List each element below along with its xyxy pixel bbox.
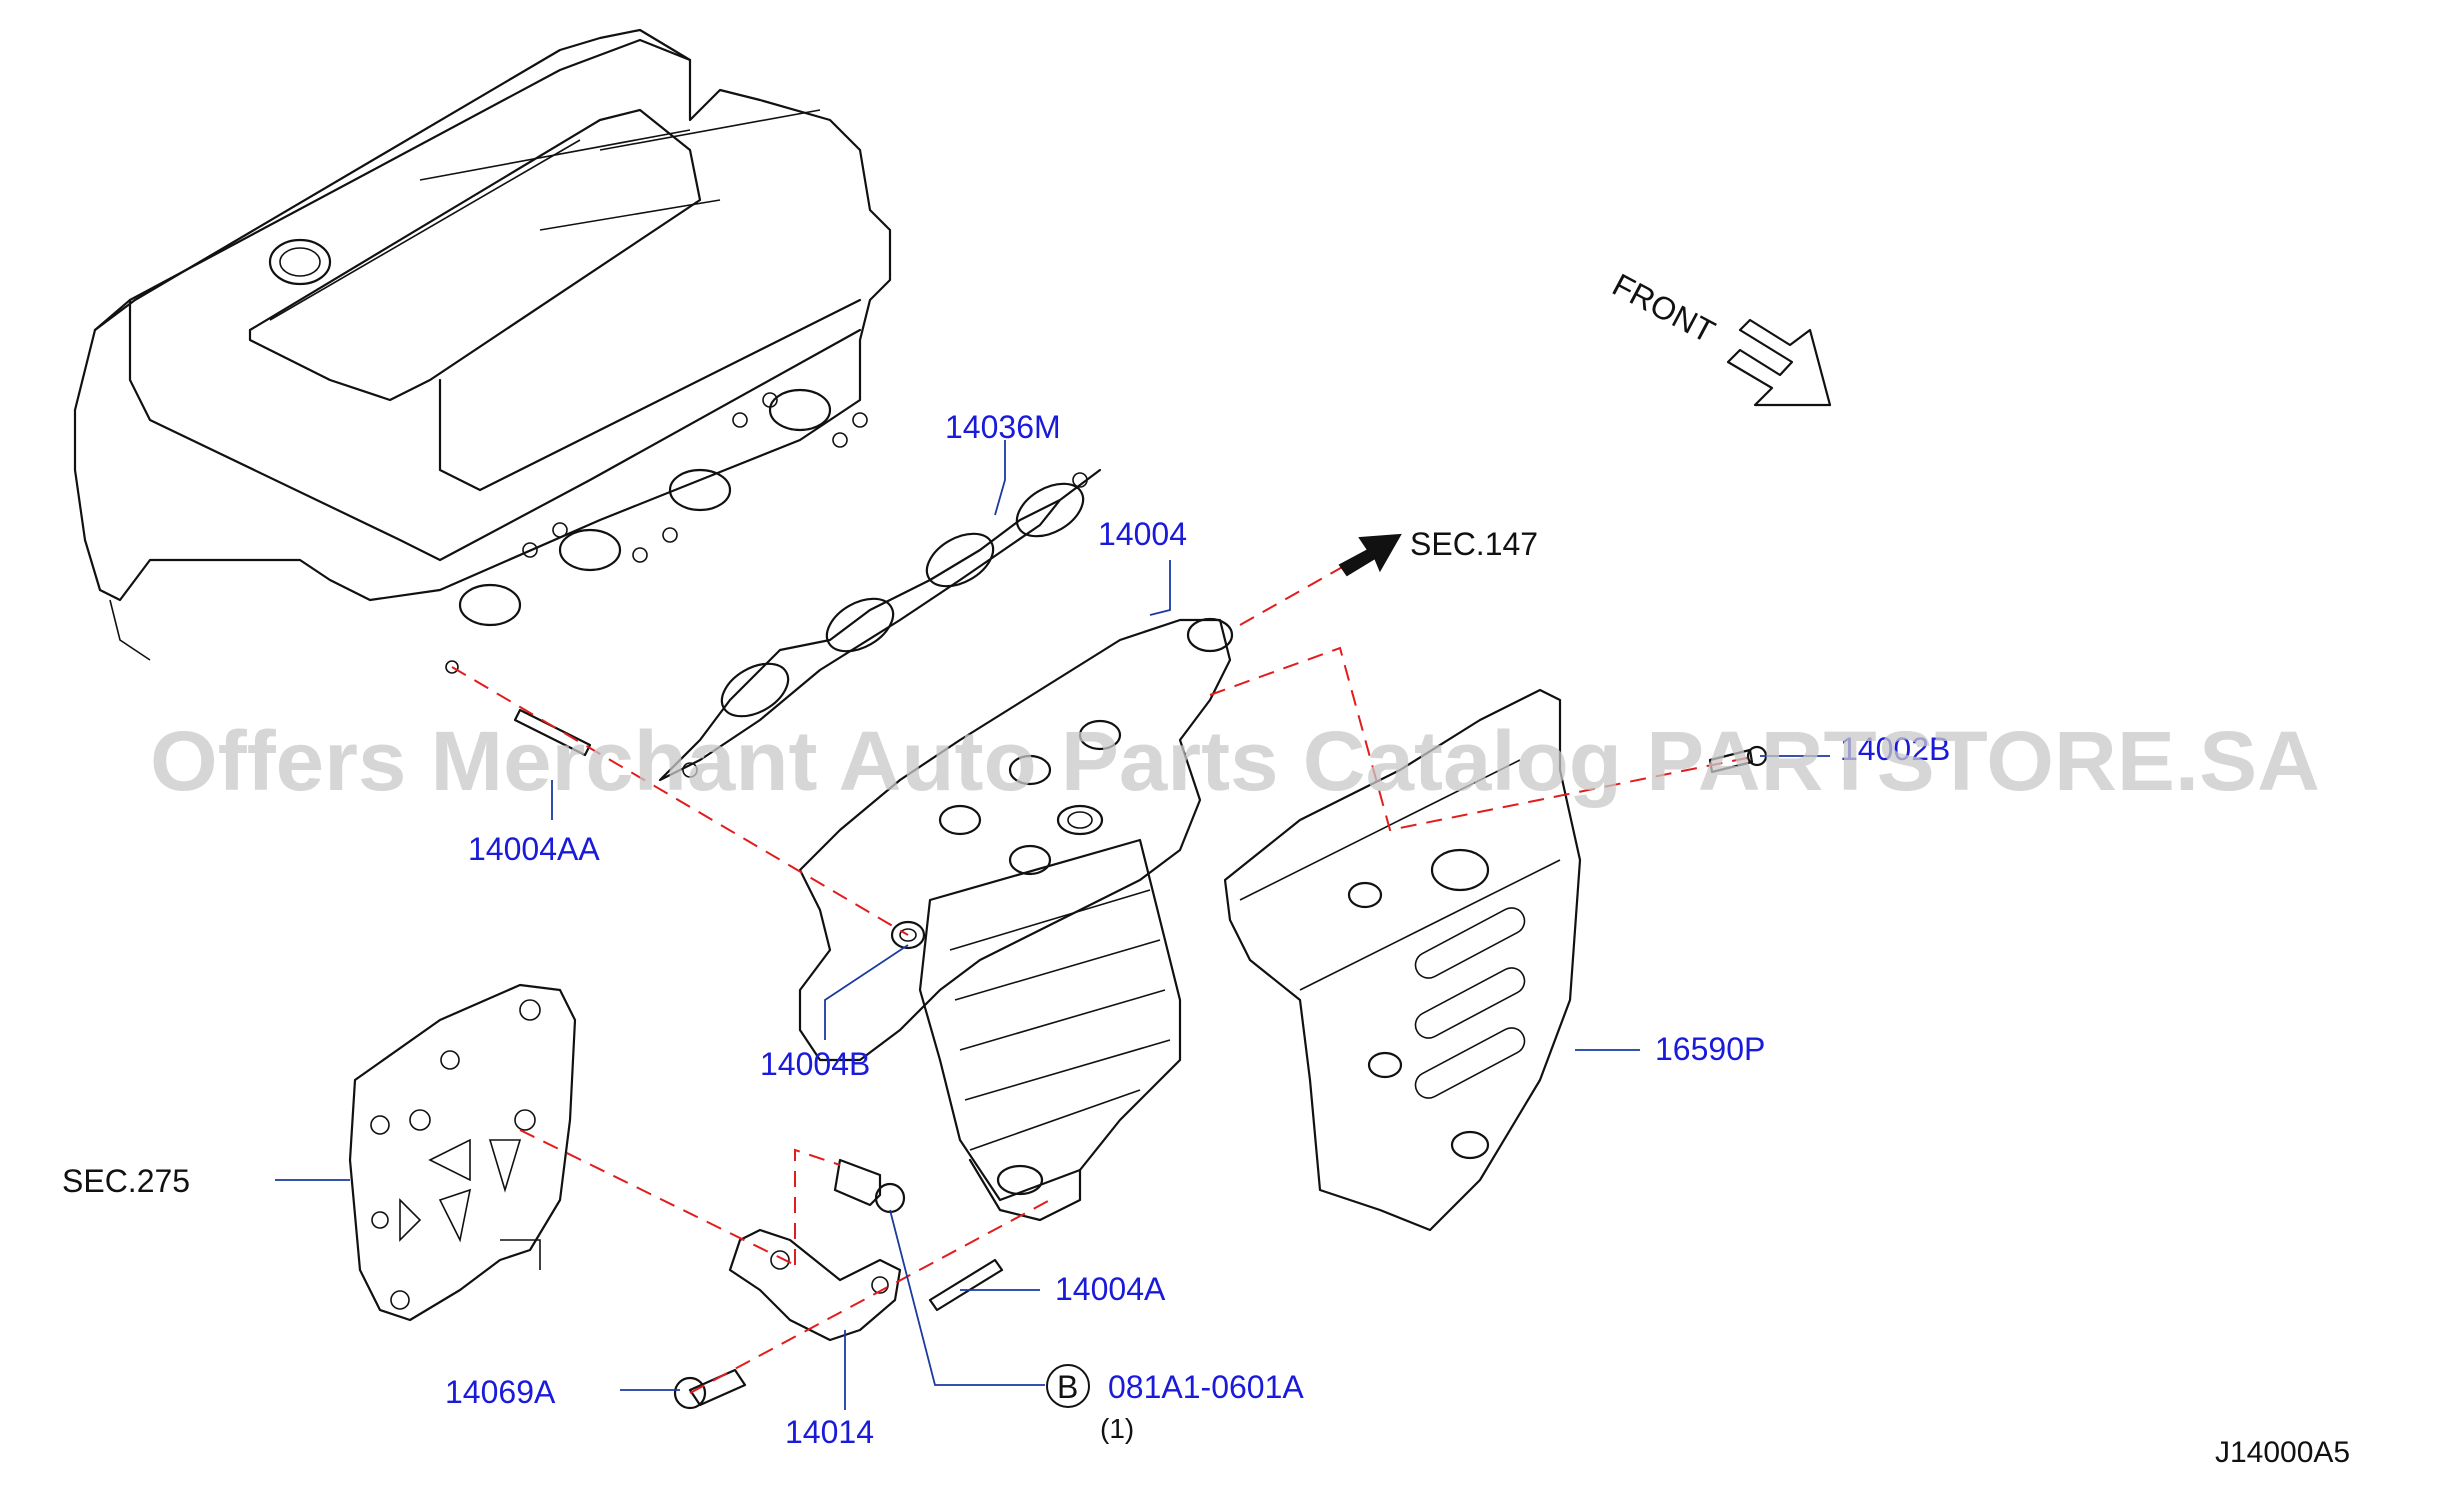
bolt-marker-letter: B <box>1057 1369 1078 1405</box>
small-bracket-drawing <box>728 1228 902 1342</box>
label-14069A[interactable]: 14069A <box>445 1374 556 1410</box>
front-direction-label: FRONT <box>1607 266 1721 350</box>
label-081A1-0601A: 081A1-0601A <box>1108 1369 1304 1405</box>
label-sec275[interactable]: SEC.275 <box>62 1163 190 1199</box>
label-14036M[interactable]: 14036M <box>945 409 1061 445</box>
gasket-drawing <box>658 468 1102 782</box>
front-arrow-icon <box>1726 318 1832 407</box>
label-sec147[interactable]: SEC.147 <box>1410 526 1538 562</box>
heat-insulator-drawing <box>1223 688 1582 1232</box>
label-14002B[interactable]: 14002B <box>1840 731 1950 767</box>
label-14004[interactable]: 14004 <box>1098 516 1187 552</box>
alignment-lines <box>451 539 1758 1394</box>
label-14004A[interactable]: 14004A <box>1055 1271 1166 1307</box>
bolt-quantity: (1) <box>1100 1413 1134 1444</box>
exhaust-manifold-drawing <box>798 617 1234 1222</box>
bracket-drawing <box>348 983 577 1322</box>
engine-head-drawing <box>73 28 892 661</box>
label-14004AA[interactable]: 14004AA <box>468 831 600 867</box>
bolt-reference[interactable]: B 081A1-0601A (1) <box>1046 1364 1304 1444</box>
label-14004B[interactable]: 14004B <box>760 1046 870 1082</box>
sec147-arrow <box>1338 533 1402 577</box>
watermark: Offers Merchant Auto Parts Catalog PARTS… <box>150 714 2320 808</box>
label-14014[interactable]: 14014 <box>785 1414 874 1450</box>
diagram-id: J14000A5 <box>2215 1436 2350 1469</box>
leader-lines <box>275 440 1830 1410</box>
label-16590P[interactable]: 16590P <box>1655 1031 1765 1067</box>
